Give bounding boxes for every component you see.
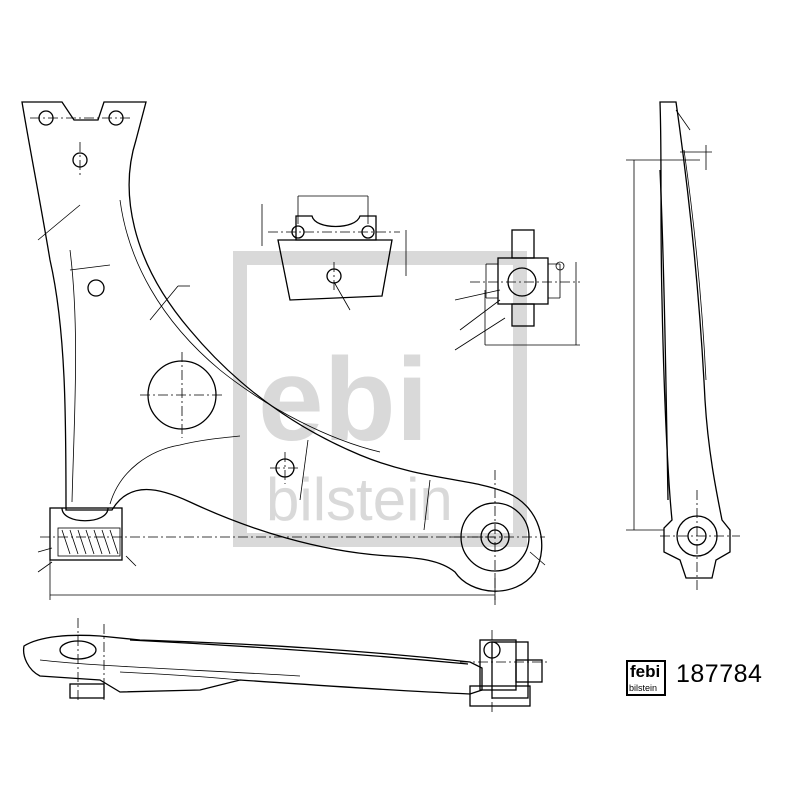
side-view <box>626 101 740 590</box>
logo-brand: febi <box>630 662 661 681</box>
logo-sub: bilstein <box>629 683 658 693</box>
leader-line <box>69 264 111 271</box>
watermark-brand: ebi <box>258 334 429 466</box>
febi-bilstein-logo: febi bilstein <box>626 660 666 696</box>
watermark-logo: ebi bilstein <box>233 251 527 547</box>
detail-bushing-section <box>454 229 580 351</box>
front-view <box>22 618 548 714</box>
top-view <box>21 101 546 605</box>
part-number: 187784 <box>676 660 763 688</box>
detail-bracket <box>261 195 407 311</box>
watermark-sub: bilstein <box>266 466 453 533</box>
